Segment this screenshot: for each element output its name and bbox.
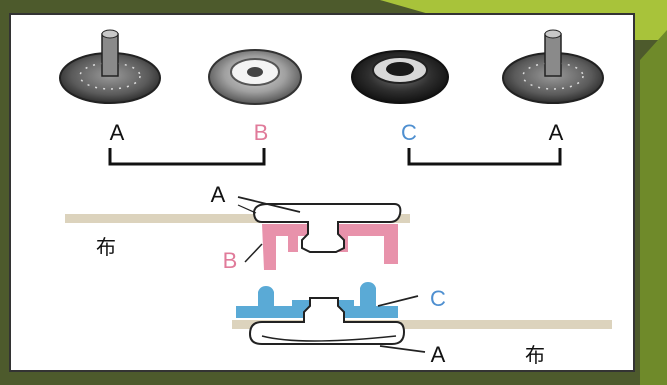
- socket-part-b: [208, 49, 302, 105]
- label-c-top: C: [401, 120, 417, 145]
- bracket-a-b: [108, 148, 266, 166]
- leader-a-top-2: [237, 204, 257, 214]
- bracket-c-a: [407, 148, 562, 166]
- label-fabric-upper: 布: [96, 235, 116, 259]
- stud-part-a-left: [59, 29, 161, 104]
- leader-a-top: [237, 196, 301, 213]
- leader-a-bottom: [379, 345, 426, 353]
- label-b-section: B: [223, 248, 238, 273]
- label-a-upper: A: [211, 182, 226, 207]
- slide-accent-side: [640, 30, 667, 385]
- label-a-right: A: [549, 120, 564, 145]
- section-part-b: [262, 224, 398, 270]
- label-b-top: B: [254, 120, 269, 145]
- label-c-section: C: [430, 286, 446, 311]
- leader-b: [244, 243, 263, 263]
- label-a-left: A: [110, 120, 125, 145]
- fabric-upper: [65, 214, 410, 223]
- stud-part-a-right: [502, 29, 604, 104]
- label-a-lower: A: [431, 342, 446, 367]
- label-fabric-lower: 布: [525, 343, 545, 367]
- section-part-a-lower: [248, 297, 406, 345]
- stud-underside-line: [261, 335, 397, 342]
- leader-c: [377, 295, 419, 307]
- ring-part-c: [351, 50, 449, 104]
- fabric-lower: [232, 320, 612, 329]
